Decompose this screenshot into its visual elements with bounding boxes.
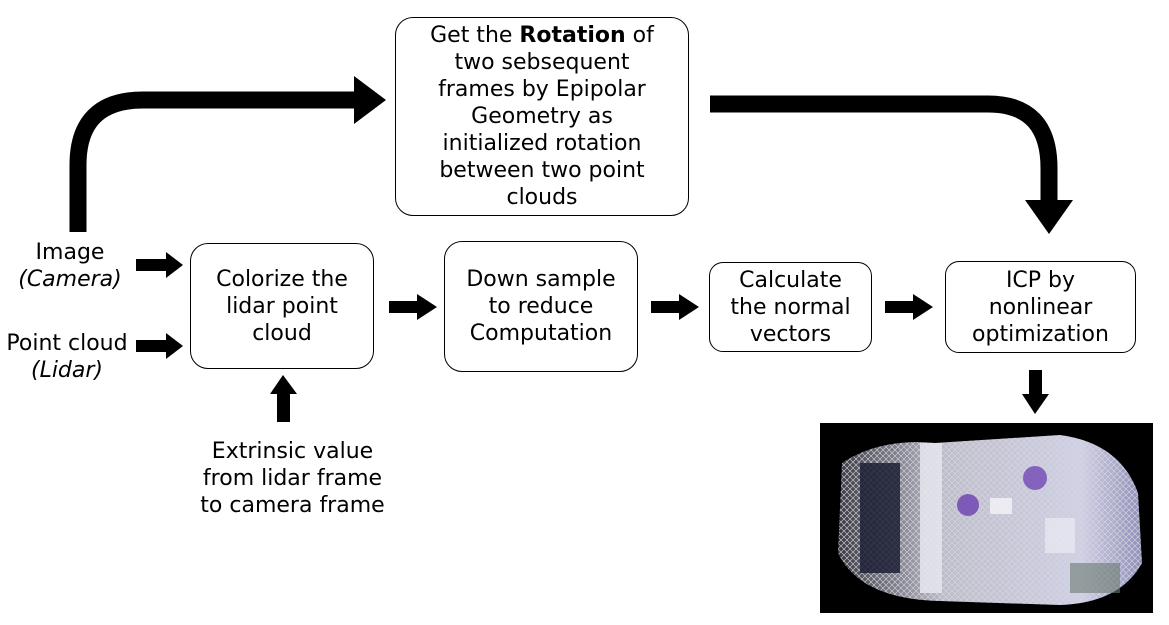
image-title: Image: [35, 240, 105, 265]
downsample-line: Down sample: [466, 267, 616, 292]
arrow-normals-to-icp: [885, 294, 933, 320]
arrow-pointcloud-to-colorize: [136, 333, 183, 359]
pointcloud-label: Point cloud (Lidar): [0, 330, 134, 384]
colorize-line: Colorize the: [216, 266, 348, 292]
colorize-line: lidar point: [226, 293, 338, 319]
pointcloud-output-image: [820, 423, 1153, 613]
arrow-image-to-colorize: [136, 252, 183, 278]
image-sub: (Camera): [18, 267, 122, 292]
rotation-line: frames by Epipolar: [438, 77, 646, 102]
arrow-image-to-rotation: [69, 91, 355, 232]
extrinsic-line: Extrinsic value: [211, 439, 374, 464]
rotation-line-1: Get the Rotation of: [430, 23, 654, 48]
downsample-line: to reduce: [488, 294, 594, 319]
pointcloud-purple-spot: [1023, 466, 1047, 490]
extrinsic-label: Extrinsic value from lidar frame to came…: [180, 438, 405, 519]
normals-line: the normal: [730, 294, 851, 320]
rotation-line: between two point: [439, 158, 645, 183]
arrow-head-rotation: [354, 76, 386, 124]
extrinsic-line: to camera frame: [200, 493, 385, 518]
arrow-downsample-to-normals: [651, 294, 699, 320]
downsample-box: Down sample to reduce Computation: [444, 241, 638, 372]
image-label: Image (Camera): [8, 239, 132, 293]
rotation-bold: Rotation: [519, 23, 626, 48]
arrow-head-icp: [1025, 200, 1073, 234]
rotation-box: Get the Rotation of two sebsequent frame…: [395, 17, 689, 216]
icp-line: nonlinear: [988, 294, 1093, 320]
pointcloud-sub: (Lidar): [30, 358, 104, 383]
rotation-line: Geometry as: [471, 104, 613, 129]
pointcloud-title: Point cloud: [6, 331, 128, 356]
icp-box: ICP by nonlinear optimization: [945, 261, 1136, 353]
normals-box: Calculate the normal vectors: [709, 262, 872, 352]
colorize-box: Colorize the lidar point cloud: [190, 243, 374, 369]
arrow-extrinsic-to-colorize: [270, 375, 297, 422]
arrow-rotation-to-icp: [710, 95, 1058, 202]
arrow-icp-to-output: [1022, 370, 1049, 414]
icp-line: ICP by: [1005, 267, 1076, 293]
rotation-line: initialized rotation: [442, 131, 642, 156]
arrow-colorize-to-downsample: [389, 294, 437, 320]
rotation-line: two sebsequent: [454, 50, 630, 75]
normals-line: Calculate: [739, 267, 842, 293]
normals-line: vectors: [749, 321, 832, 347]
pointcloud-purple-spot: [957, 494, 979, 516]
rotation-line: clouds: [506, 185, 578, 210]
extrinsic-line: from lidar frame: [202, 466, 383, 491]
icp-line: optimization: [972, 321, 1109, 347]
colorize-line: cloud: [252, 320, 312, 346]
downsample-line: Computation: [469, 321, 613, 346]
